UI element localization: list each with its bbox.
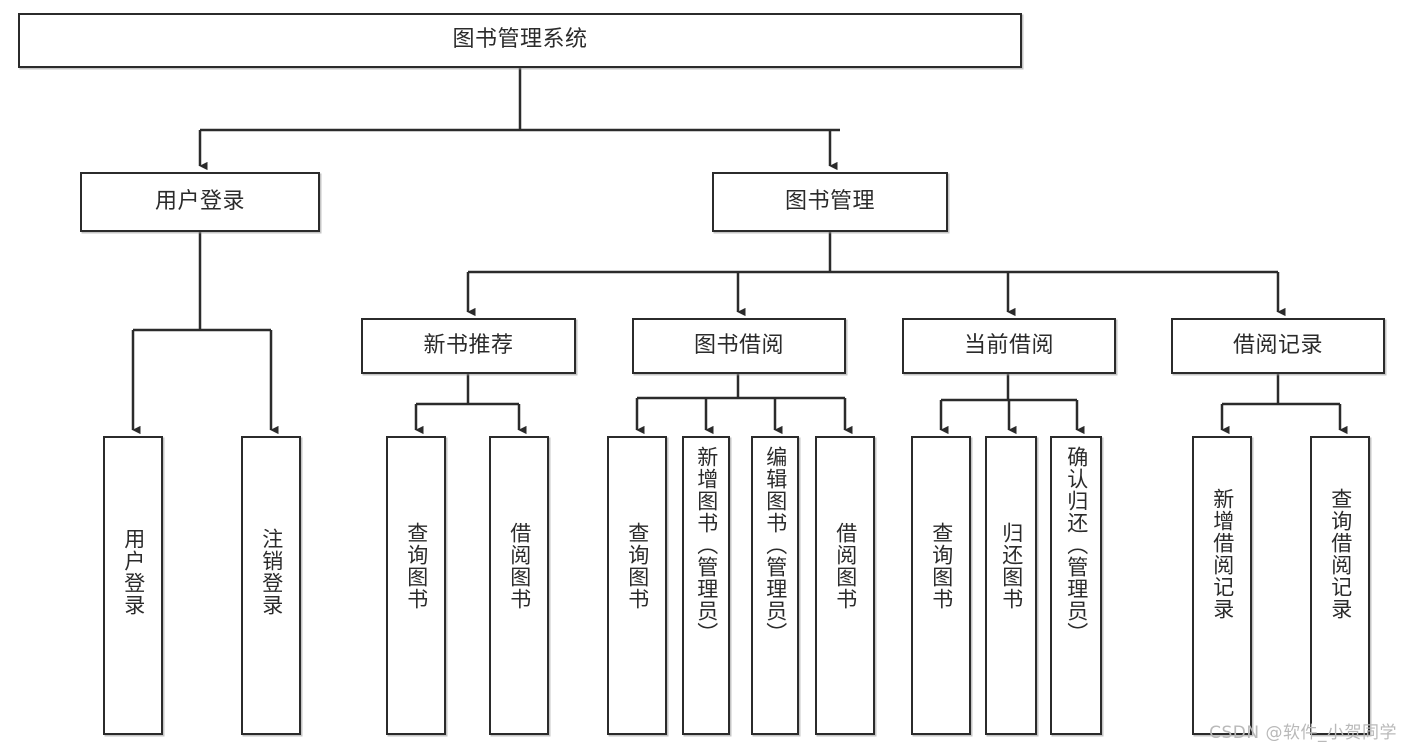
node-leaf-query-book-current-label: 查询图书 <box>929 522 954 610</box>
node-user-login-label: 用户登录 <box>154 188 245 214</box>
node-leaf-add-book-admin-label: 新增图书（管理员） <box>694 446 719 644</box>
node-leaf-confirm-return-admin-label: 确认归还（管理员） <box>1064 446 1089 644</box>
node-new-book-recommend-label: 新书推荐 <box>423 332 514 358</box>
node-leaf-borrow-book-recommend-label: 借阅图书 <box>507 522 532 610</box>
node-leaf-borrow-book-label: 借阅图书 <box>833 522 858 610</box>
node-leaf-logout[interactable]: 注销登录 <box>241 436 301 735</box>
node-leaf-query-book-borrow[interactable]: 查询图书 <box>607 436 667 735</box>
node-leaf-query-book-recommend[interactable]: 查询图书 <box>386 436 446 735</box>
node-root-label: 图书管理系统 <box>452 27 588 53</box>
node-new-book-recommend[interactable]: 新书推荐 <box>361 318 576 374</box>
node-leaf-user-login-label: 用户登录 <box>121 528 146 616</box>
node-leaf-return-book[interactable]: 归还图书 <box>985 436 1037 735</box>
node-leaf-add-borrow-record-label: 新增借阅记录 <box>1210 488 1235 620</box>
node-leaf-borrow-book-recommend[interactable]: 借阅图书 <box>489 436 549 735</box>
csdn-watermark: CSDN @软件_小贺同学 <box>1209 723 1397 743</box>
node-leaf-query-book-borrow-label: 查询图书 <box>625 522 650 610</box>
node-leaf-return-book-label: 归还图书 <box>999 522 1024 610</box>
node-leaf-user-login[interactable]: 用户登录 <box>103 436 163 735</box>
node-leaf-query-book-recommend-label: 查询图书 <box>404 522 429 610</box>
node-borrow-records[interactable]: 借阅记录 <box>1171 318 1385 374</box>
node-leaf-edit-book-admin-label: 编辑图书（管理员） <box>763 446 788 644</box>
node-leaf-confirm-return-admin[interactable]: 确认归还（管理员） <box>1050 436 1102 735</box>
node-leaf-edit-book-admin[interactable]: 编辑图书（管理员） <box>751 436 799 735</box>
node-leaf-add-book-admin[interactable]: 新增图书（管理员） <box>682 436 730 735</box>
node-book-management[interactable]: 图书管理 <box>712 172 948 232</box>
node-leaf-query-book-current[interactable]: 查询图书 <box>911 436 971 735</box>
node-leaf-logout-label: 注销登录 <box>259 528 284 616</box>
node-leaf-query-borrow-record[interactable]: 查询借阅记录 <box>1310 436 1370 735</box>
node-root-book-management-system[interactable]: 图书管理系统 <box>18 13 1022 68</box>
node-current-borrow[interactable]: 当前借阅 <box>902 318 1116 374</box>
node-leaf-borrow-book[interactable]: 借阅图书 <box>815 436 875 735</box>
node-book-borrow-label: 图书借阅 <box>693 332 784 358</box>
node-user-login[interactable]: 用户登录 <box>80 172 320 232</box>
node-book-borrow[interactable]: 图书借阅 <box>632 318 846 374</box>
node-leaf-query-borrow-record-label: 查询借阅记录 <box>1328 488 1353 620</box>
node-current-borrow-label: 当前借阅 <box>963 332 1054 358</box>
node-book-management-label: 图书管理 <box>784 188 875 214</box>
node-leaf-add-borrow-record[interactable]: 新增借阅记录 <box>1192 436 1252 735</box>
node-borrow-records-label: 借阅记录 <box>1232 332 1323 358</box>
